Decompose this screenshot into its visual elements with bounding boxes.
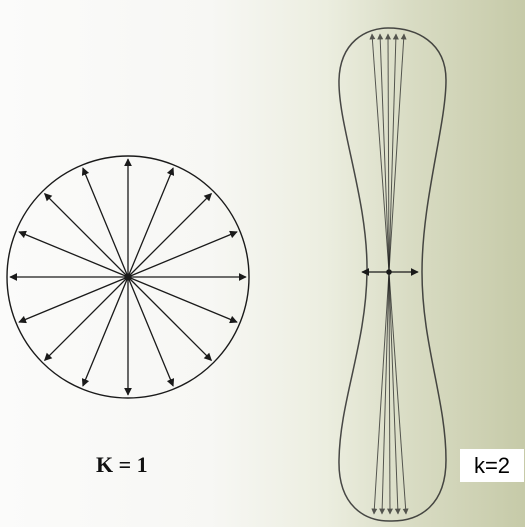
dumbbell-arrow-down [371,271,390,515]
circle-diagram [6,155,250,399]
radial-arrow [127,167,175,278]
dumbbell-arrow-up [385,33,392,273]
dumbbell-arrows [361,33,419,515]
radial-arrow [44,193,129,278]
radial-arrow [81,276,129,387]
radial-arrow [81,167,129,278]
dumbbell-diagram [338,27,447,522]
label-k2: k=2 [460,449,524,482]
dumbbell-arrow-up [369,33,390,273]
radial-arrow [127,276,212,361]
label-k1: K = 1 [96,452,148,477]
dumbbell-arrow-down [379,271,390,515]
dumbbell-arrow-up [388,33,407,273]
radial-arrow [127,276,175,387]
dumbbell-center-dot [386,269,392,275]
dumbbell-arrow-down [386,271,393,515]
circle-center-dot [124,273,132,281]
dumbbell-arrow-down [388,271,409,515]
radial-arrow [127,193,212,278]
dumbbell-arrow-up [377,33,390,273]
dumbbell-arrow-up [388,33,399,273]
dumbbell-arrow-down [388,271,401,515]
circle-arrows [9,158,247,396]
radial-arrow [18,230,129,278]
dumbbell-outline [338,27,447,522]
radial-arrow [127,276,238,324]
radial-arrow [44,276,129,361]
radial-arrow [18,276,129,324]
circle-outline [6,155,250,399]
radial-arrow [127,230,238,278]
